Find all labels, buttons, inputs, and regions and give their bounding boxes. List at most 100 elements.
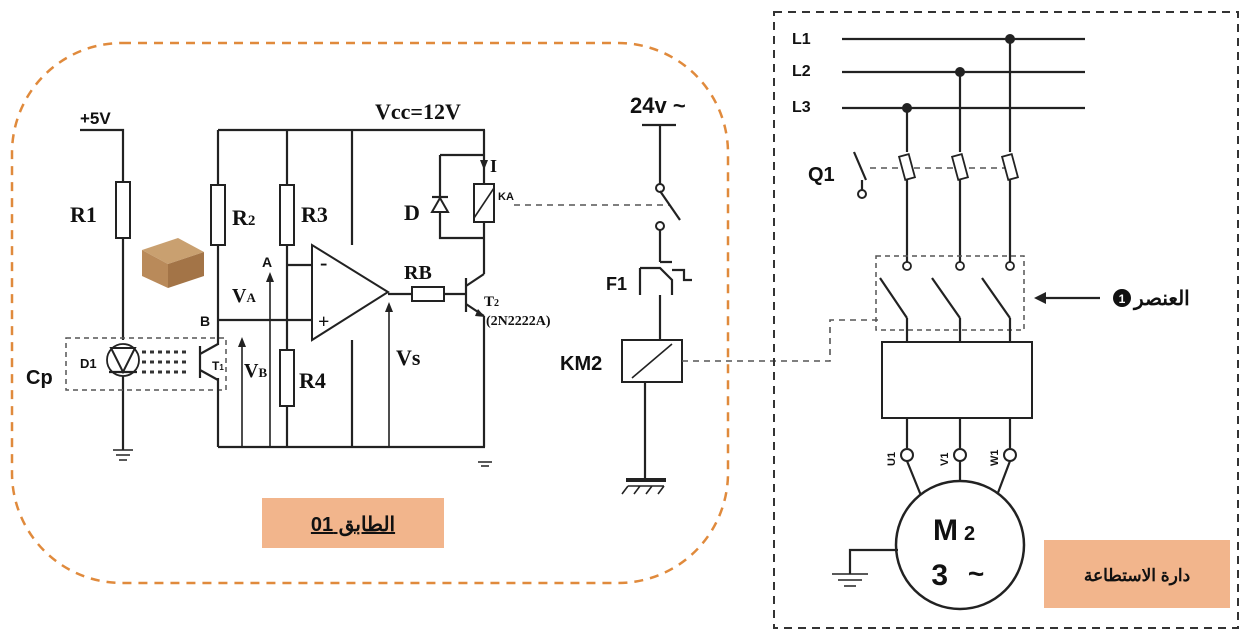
- svg-text:R2: R2: [232, 205, 255, 230]
- phototransistor-t1: [198, 343, 219, 381]
- cardboard-box-icon: [142, 238, 204, 288]
- resistor-r1: [115, 181, 131, 239]
- contactor-coil-slash: [631, 343, 673, 379]
- control-supply-wire: [642, 123, 676, 185]
- r1-label: R1: [70, 202, 97, 227]
- supply-5v-label: +5V: [80, 109, 111, 128]
- r3-label: R3: [301, 202, 328, 227]
- opamp-plus: +: [318, 311, 329, 333]
- motor-sub: 2: [964, 523, 975, 545]
- power-circuit-label: دارة الاستطاعة: [1084, 566, 1190, 586]
- svg-text:T1: T1: [212, 359, 224, 373]
- l3-label: L3: [792, 99, 811, 116]
- light-beam: [142, 350, 188, 374]
- opamp-minus: -: [320, 250, 327, 275]
- thermal-relay-f1: [638, 266, 692, 295]
- transistor-t2-arrow: [475, 309, 485, 317]
- switch-ka-contact-top: [655, 183, 665, 193]
- va-label: V: [232, 285, 247, 307]
- d1-label: D1: [80, 356, 97, 371]
- t1-label: T: [212, 359, 220, 373]
- svg-text:T2: T2: [484, 294, 499, 310]
- f1-label: F1: [606, 274, 627, 294]
- w1-label: W1: [989, 450, 1001, 467]
- r2-label: R: [232, 205, 249, 230]
- ground-symbol-motor: [832, 573, 868, 587]
- fuse-disconnects: [897, 153, 1020, 181]
- node-b-label: B: [200, 313, 210, 329]
- vb-arrow-head: [238, 337, 246, 347]
- element-number: 1: [1119, 292, 1126, 306]
- u1-label: U1: [886, 452, 898, 466]
- supply-5v-wire: [80, 128, 125, 182]
- element-arrow-head: [1034, 292, 1046, 304]
- control-supply-label: 24v ~: [630, 93, 686, 118]
- diode-wires: [438, 153, 484, 240]
- contactor-main-contacts: [879, 261, 1015, 342]
- v1-label: V1: [939, 453, 951, 466]
- svg-text:VA: VA: [232, 285, 256, 307]
- power-label-box: [1044, 540, 1230, 608]
- va-arrow-head: [266, 272, 274, 282]
- q1-handle-knob: [857, 189, 867, 199]
- km2-label: KM2: [560, 353, 602, 375]
- motor-ground-wire: [848, 548, 898, 574]
- thermal-overload-block: [881, 341, 1033, 419]
- svg-text:VB: VB: [244, 360, 267, 382]
- overload-to-terminal-wires: [905, 418, 1012, 448]
- resistor-r4: [279, 349, 295, 407]
- va-label-sub: A: [246, 290, 256, 305]
- vcc-label: Vcc=12V: [375, 99, 461, 124]
- op-amp: [311, 243, 390, 342]
- q1-label: Q1: [808, 164, 835, 186]
- vb-label: V: [244, 360, 259, 382]
- ka-label: KA: [498, 191, 514, 203]
- control-wire-mid: [658, 230, 672, 264]
- stage-title: الطابق 01: [311, 514, 395, 537]
- t2-label-sub: 2: [494, 298, 499, 309]
- cp-box: [65, 337, 227, 391]
- relay-coil-slash: [473, 187, 495, 219]
- motor-m2: [894, 479, 1026, 611]
- l1-label: L1: [792, 31, 811, 48]
- ground-symbol: [113, 449, 133, 461]
- vb-label-sub: B: [258, 365, 267, 380]
- ground-symbol-control: [621, 485, 665, 495]
- motor-ac: ~: [968, 558, 984, 589]
- r4-label: R4: [299, 368, 326, 393]
- t1-label-sub: 1: [219, 363, 224, 372]
- motor-name: M: [933, 514, 958, 547]
- r2-label-sub: 2: [248, 213, 256, 229]
- element-number-badge: [1113, 289, 1131, 307]
- element-1-box: [875, 255, 1025, 331]
- current-arrow: [480, 160, 488, 170]
- node-a-label: A: [262, 254, 272, 270]
- l2-label: L2: [792, 63, 811, 80]
- stage-frame: [10, 41, 730, 585]
- power-frame: [773, 11, 1239, 629]
- current-label: I: [490, 156, 497, 176]
- motor-phase: 3: [931, 559, 948, 592]
- resistor-r3: [279, 184, 295, 246]
- resistor-r2: [210, 184, 226, 246]
- vs-arrow-head: [385, 302, 393, 312]
- ground-t2: [478, 461, 492, 467]
- cp-label: Cp: [26, 367, 53, 389]
- diode-d-label: D: [404, 200, 420, 225]
- element-label: العنصر: [1132, 288, 1190, 311]
- vs-label: Vs: [396, 345, 421, 370]
- diode-d: [430, 195, 450, 213]
- led-d1: [109, 347, 137, 375]
- km2-mechanical-link: [682, 319, 880, 362]
- disconnect-to-contactor-wires: [905, 180, 1012, 262]
- t2-model-label: (2N2222A): [486, 314, 551, 329]
- rb-label: RB: [404, 262, 432, 284]
- resistor-rb: [411, 286, 445, 302]
- switch-ka-contact-bottom: [655, 221, 665, 231]
- transistor-t2: [464, 273, 485, 317]
- phase-drops: [905, 39, 1012, 152]
- switch-ka: [659, 190, 681, 221]
- q1-handle: [852, 151, 868, 190]
